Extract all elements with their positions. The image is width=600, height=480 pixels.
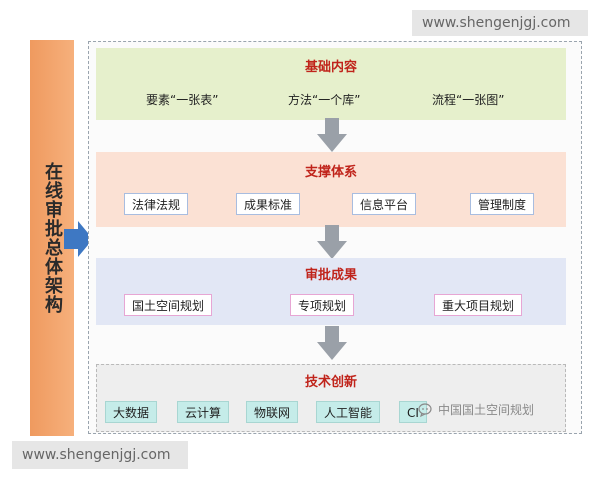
chip-standards: 成果标准 [236, 193, 301, 215]
item-methods-library: 方法“一个库” [288, 93, 361, 107]
chip-iot: 物联网 [246, 401, 299, 423]
chip-ai: 人工智能 [316, 401, 381, 423]
chip-land-planning: 国土空间规划 [124, 294, 213, 316]
item-process-map: 流程“一张图” [432, 93, 505, 107]
chip-major-projects: 重大项目规划 [434, 294, 523, 316]
chip-cloud-computing: 云计算 [177, 401, 230, 423]
layer-support-system: 支撑体系 法律法规 成果标准 信息平台 管理制度 [96, 152, 566, 227]
layer-title: 支撑体系 [304, 165, 357, 180]
layer-basic-content: 基础内容 要素“一张表” 方法“一个库” 流程“一张图” [96, 48, 566, 120]
watermark-bottom: www.shengenjgj.com [12, 441, 188, 469]
layer-title: 技术创新 [304, 375, 357, 390]
layer-tech-innovation: 技术创新 大数据 云计算 物联网 人工智能 CI [96, 364, 566, 432]
layer-approval-results: 审批成果 国土空间规划 专项规划 重大项目规划 [96, 258, 566, 325]
chat-bubble-icon [418, 402, 432, 417]
right-arrow-icon [64, 221, 93, 257]
chip-platform: 信息平台 [352, 193, 417, 215]
layer-title: 审批成果 [304, 268, 357, 283]
layer-title: 基础内容 [304, 60, 357, 75]
down-arrow-icon [317, 225, 347, 259]
down-arrow-icon [317, 118, 347, 152]
item-elements-table: 要素“一张表” [146, 93, 219, 107]
chip-big-data: 大数据 [105, 401, 158, 423]
watermark-top: www.shengenjgj.com [412, 10, 588, 36]
chip-laws: 法律法规 [124, 193, 189, 215]
brand-text: 中国国土空间规划 [438, 403, 535, 417]
chip-special-planning: 专项规划 [290, 294, 355, 316]
down-arrow-icon [317, 326, 347, 360]
side-title: 在线审批总体架构 [42, 162, 63, 314]
brand-mark: 中国国土空间规划 [418, 401, 534, 418]
chip-management: 管理制度 [470, 193, 535, 215]
